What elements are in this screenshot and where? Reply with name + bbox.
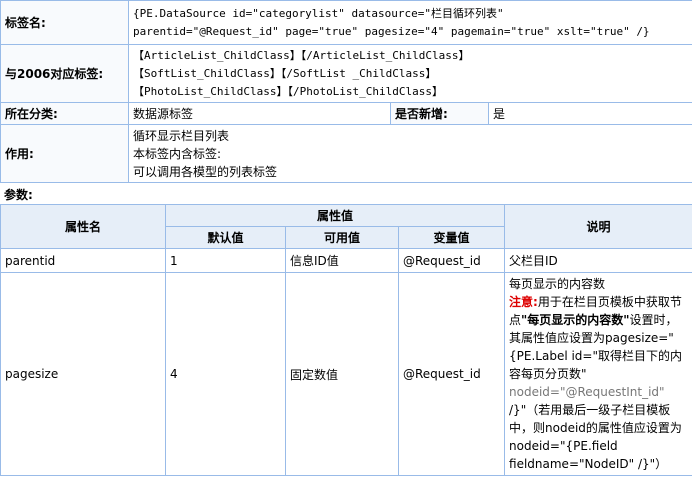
params-header-row: 属性名 属性值 说明 xyxy=(0,204,692,249)
tag-info-table: 标签名: {PE.DataSource id="categorylist" da… xyxy=(0,0,692,183)
param-available: 固定数值 xyxy=(285,272,399,476)
header-variable: 变量值 xyxy=(397,226,506,249)
desc-bold: "每页显示的内容数" xyxy=(521,313,630,327)
usage-row: 作用: 循环显示栏目列表 本标签内含标签: 可以调用各模型的列表标签 xyxy=(0,124,692,183)
param-name: pagesize xyxy=(0,272,166,476)
compat-line-1: 【ArticleList_ChildClass】【/ArticleList_Ch… xyxy=(133,48,470,62)
desc-gray: nodeid="@RequestInt_id" xyxy=(509,385,665,399)
param-available: 信息ID值 xyxy=(285,248,399,273)
param-variable: @Request_id xyxy=(397,248,506,273)
usage-label: 作用: xyxy=(0,124,129,183)
category-label: 所在分类: xyxy=(0,102,129,125)
category-value: 数据源标签 xyxy=(128,102,391,125)
params-table: 属性名 属性值 说明 默认值 可用值 变量值 parentid 1 信息ID值 … xyxy=(0,204,692,476)
table-row: parentid 1 信息ID值 @Request_id 父栏目ID xyxy=(0,248,692,273)
desc-text-4: /}"（若用最后一级子栏目模板中，则nodeid的属性值应设置为nodeid="… xyxy=(509,403,682,471)
header-value: 属性值 xyxy=(164,204,506,227)
usage-line-1: 循环显示栏目列表 xyxy=(133,128,230,143)
note-label: 注意: xyxy=(509,295,538,309)
usage-line-3: 可以调用各模型的列表标签 xyxy=(133,164,278,179)
header-desc: 说明 xyxy=(504,204,692,249)
desc-paragraph: 注意:用于在栏目页模板中获取节点"每页显示的内容数"设置时，其属性值应设置为pa… xyxy=(509,293,688,473)
compat-line-2: 【SoftList_ChildClass】【/SoftList _ChildCl… xyxy=(133,66,437,80)
param-desc: 每页显示的内容数 注意:用于在栏目页模板中获取节点"每页显示的内容数"设置时，其… xyxy=(504,272,692,476)
new-value: 是 xyxy=(488,102,692,125)
category-row: 所在分类: 数据源标签 是否新增: 是 xyxy=(0,102,692,125)
header-default: 默认值 xyxy=(165,226,286,249)
param-default: 1 xyxy=(165,248,286,273)
compat-line-3: 【PhotoList_ChildClass】【/PhotoList_ChildC… xyxy=(133,84,444,98)
usage-line-2: 本标签内含标签: xyxy=(133,146,222,161)
param-name: parentid xyxy=(0,248,166,273)
table-row: pagesize 4 固定数值 @Request_id 每页显示的内容数 注意:… xyxy=(0,272,692,476)
usage-value: 循环显示栏目列表 本标签内含标签: 可以调用各模型的列表标签 xyxy=(128,124,692,183)
tag-line-1: {PE.DataSource id="categorylist" datasou… xyxy=(133,6,504,20)
compat-value: 【ArticleList_ChildClass】【/ArticleList_Ch… xyxy=(128,44,692,103)
desc-line-1: 每页显示的内容数 xyxy=(509,277,606,291)
params-subheader-row: 默认值 可用值 变量值 xyxy=(1,226,692,249)
header-available: 可用值 xyxy=(285,226,399,249)
param-variable: @Request_id xyxy=(397,272,506,476)
header-name: 属性名 xyxy=(0,204,166,249)
param-desc: 父栏目ID xyxy=(504,248,692,273)
tag-name-value: {PE.DataSource id="categorylist" datasou… xyxy=(128,0,692,45)
compat-row: 与2006对应标签: 【ArticleList_ChildClass】【/Art… xyxy=(0,44,692,103)
desc-text-3: 设置时，其属性值应设置为pagesize="{PE.Label id="取得栏目… xyxy=(509,313,682,381)
compat-label: 与2006对应标签: xyxy=(0,44,129,103)
tag-name-label: 标签名: xyxy=(0,0,129,45)
tag-name-row: 标签名: {PE.DataSource id="categorylist" da… xyxy=(0,0,692,45)
tag-line-2: parentid="@Request_id" page="true" pages… xyxy=(133,24,650,38)
param-default: 4 xyxy=(165,272,286,476)
desc-text-2: 用于在栏目页模板中获取节点 xyxy=(509,295,682,327)
new-label: 是否新增: xyxy=(390,102,489,125)
params-title: 参数: xyxy=(4,188,33,202)
